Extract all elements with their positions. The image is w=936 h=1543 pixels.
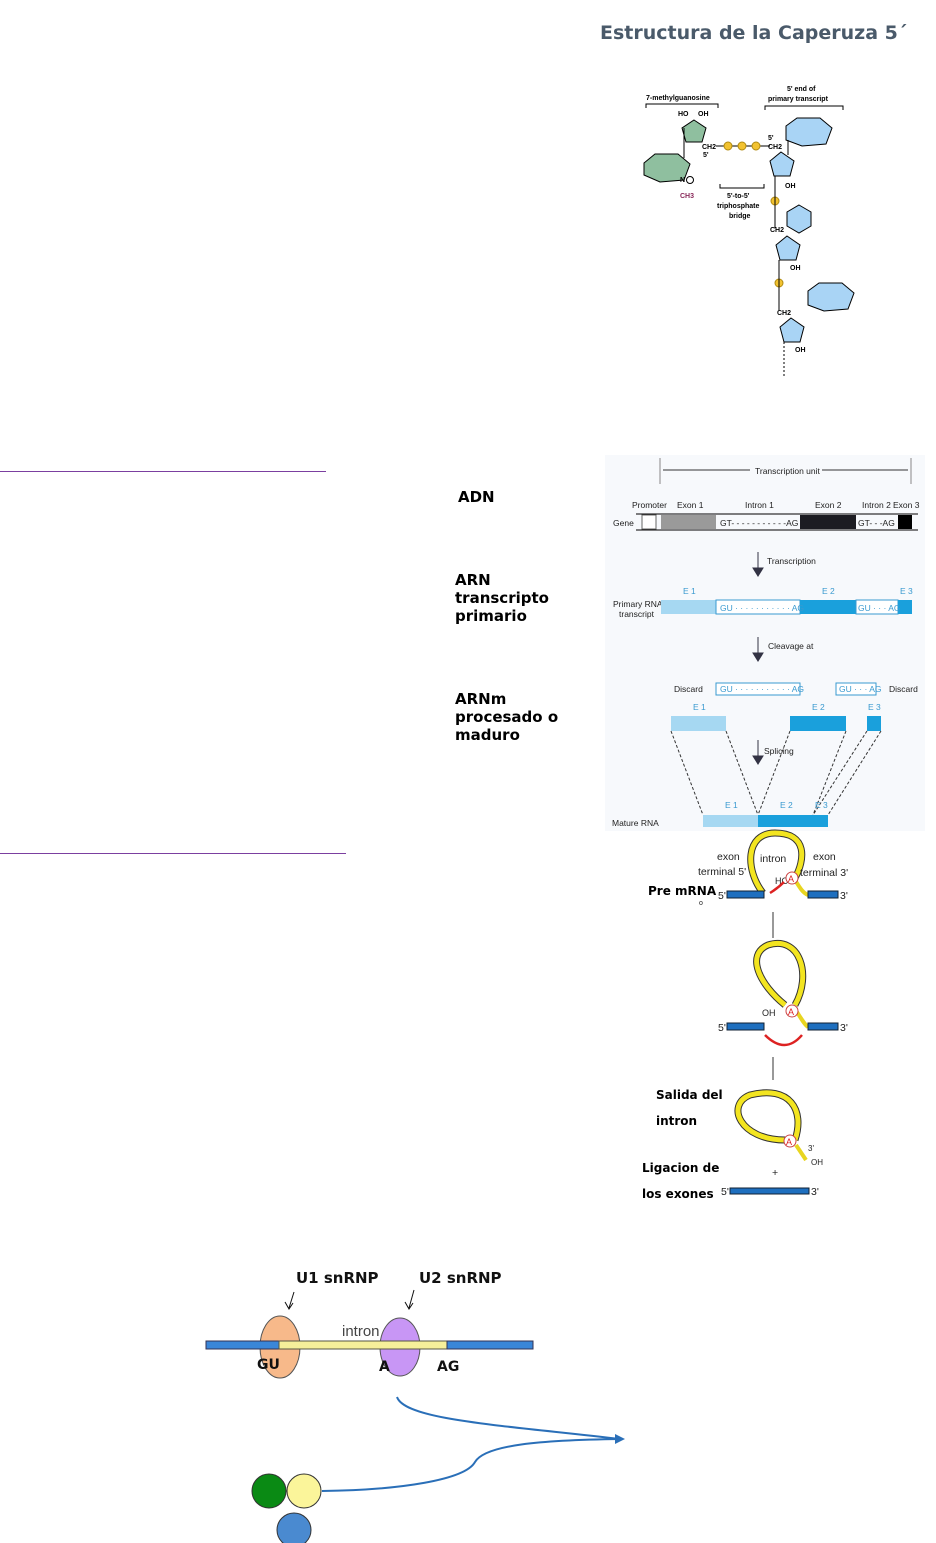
gene-label: Promoter	[632, 500, 667, 510]
label-line: primario	[455, 607, 527, 625]
discard-label: Discard	[674, 684, 703, 694]
exon-label: E 1	[683, 586, 696, 596]
cap-label: primary transcript	[768, 96, 829, 103]
cleavage-label: Cleavage at	[768, 641, 814, 651]
splice-label: 3'	[811, 1186, 819, 1198]
primary-rna-label: transcript	[619, 609, 655, 619]
cap-label: N	[680, 177, 685, 184]
transcription-unit-label: Transcription unit	[755, 466, 821, 476]
cap-label: CH3	[680, 193, 694, 200]
lariat-splicing-diagram: exon intron exon terminal 5' terminal 3'…	[642, 829, 848, 1201]
salida-label: Salida del	[656, 1088, 723, 1102]
cap-label: HO	[678, 111, 689, 118]
splice-label: OH	[811, 1158, 823, 1167]
label-line: ARN	[455, 571, 491, 589]
gene-label: Exon 1	[677, 500, 704, 510]
cap-label: 5'-to-5'	[727, 193, 750, 200]
branch-point-a: A	[788, 874, 794, 884]
gene-label: Intron 2	[862, 500, 891, 510]
splice-label: HO	[775, 876, 789, 886]
exon-label: E 3	[815, 800, 828, 810]
gene-splicing-diagram: Transcription unit Promoter Exon 1 Intro…	[605, 455, 925, 831]
cap-label: CH2	[770, 227, 784, 234]
cap-label: CH2	[702, 144, 716, 151]
label-arn: ARN transcripto primario	[455, 571, 549, 625]
snrnp-diagram: U1 snRNP U2 snRNP intron GU A AG	[205, 1269, 625, 1543]
splice-label: o	[699, 900, 703, 907]
ag-label: AG	[437, 1359, 459, 1375]
gene-label: Intron 1	[745, 500, 774, 510]
label-line: maduro	[455, 726, 520, 744]
divider	[0, 471, 326, 472]
splice-label: 5'	[721, 1186, 729, 1198]
splice-label: terminal 5'	[698, 866, 746, 878]
exon-label: E 1	[725, 800, 738, 810]
label-arnm: ARNm procesado o maduro	[455, 690, 558, 744]
u2-label: U2 snRNP	[419, 1269, 502, 1287]
exon-label: E 2	[780, 800, 793, 810]
cap-label: triphosphate	[717, 203, 759, 210]
page-title: Estructura de la Caperuza 5´	[600, 22, 908, 44]
rna-intron-seq: GU · · · · · · · · · · · AG	[720, 603, 804, 613]
splice-label: 5'	[718, 890, 726, 902]
branch-point-a: A	[788, 1007, 794, 1017]
gene-label: Exon 2	[815, 500, 842, 510]
label-adn: ADN	[458, 488, 495, 506]
splice-label: 3'	[840, 890, 848, 902]
cap-label: OH	[795, 347, 806, 354]
cap-label: OH	[698, 111, 709, 118]
splice-label: 3'	[808, 1144, 814, 1153]
exon-label: E 3	[868, 702, 881, 712]
discarded-intron-seq: GU · · · AG	[839, 684, 882, 694]
gene-label: Gene	[613, 518, 634, 528]
splice-label: exon	[813, 851, 836, 863]
cap-structure-diagram: 7-methylguanosine 5' end of primary tran…	[643, 86, 855, 376]
cap-label: 5'	[703, 152, 709, 159]
splice-label: exon	[717, 851, 740, 863]
splicing-label: Splicing	[764, 746, 794, 756]
exon-label: E 1	[693, 702, 706, 712]
gu-label: GU	[257, 1357, 280, 1373]
splice-label: +	[772, 1167, 778, 1179]
gene-intron-seq: GT- - -AG	[858, 518, 895, 528]
mature-rna-label: Mature RNA	[612, 818, 659, 828]
gene-label: Exon 3	[893, 500, 920, 510]
rna-intron-seq: GU · · · AG	[858, 603, 901, 613]
label-line: transcripto	[455, 589, 549, 607]
cap-label: 5' end of	[787, 86, 816, 93]
splice-label: 5'	[718, 1022, 726, 1034]
pre-mrna-label: Pre mRNA	[648, 884, 717, 898]
exon-label: E 3	[900, 586, 913, 596]
branch-point-a: A	[786, 1137, 792, 1147]
cap-label: 7-methylguanosine	[646, 95, 710, 102]
discard-label: Discard	[889, 684, 918, 694]
gene-intron-seq: GT- - - - - - - - - - -AG	[720, 518, 798, 528]
primary-rna-label: Primary RNA	[613, 599, 663, 609]
ligacion-label: los exones	[642, 1187, 714, 1201]
splice-label: terminal 3'	[800, 867, 848, 879]
splice-label: OH	[762, 1008, 776, 1018]
discarded-intron-seq: GU · · · · · · · · · · · AG	[720, 684, 804, 694]
cap-label: bridge	[729, 213, 750, 220]
cap-label: OH	[785, 183, 796, 190]
exon-label: E 2	[812, 702, 825, 712]
cap-label: OH	[790, 265, 801, 272]
splice-label: 3'	[840, 1022, 848, 1034]
label-line: ARNm	[455, 690, 507, 708]
salida-label: intron	[656, 1114, 697, 1128]
divider	[0, 853, 346, 854]
exon-label: E 2	[822, 586, 835, 596]
label-line: procesado o	[455, 708, 559, 726]
intron-label: intron	[342, 1323, 380, 1340]
cap-label: 5'	[768, 135, 774, 142]
cap-label: CH2	[777, 310, 791, 317]
a-label: A	[379, 1359, 390, 1375]
cap-label: CH2	[768, 144, 782, 151]
transcription-label: Transcription	[767, 556, 816, 566]
ligacion-label: Ligacion de	[642, 1161, 719, 1175]
u1-label: U1 snRNP	[296, 1269, 379, 1287]
splice-label: intron	[760, 853, 786, 865]
